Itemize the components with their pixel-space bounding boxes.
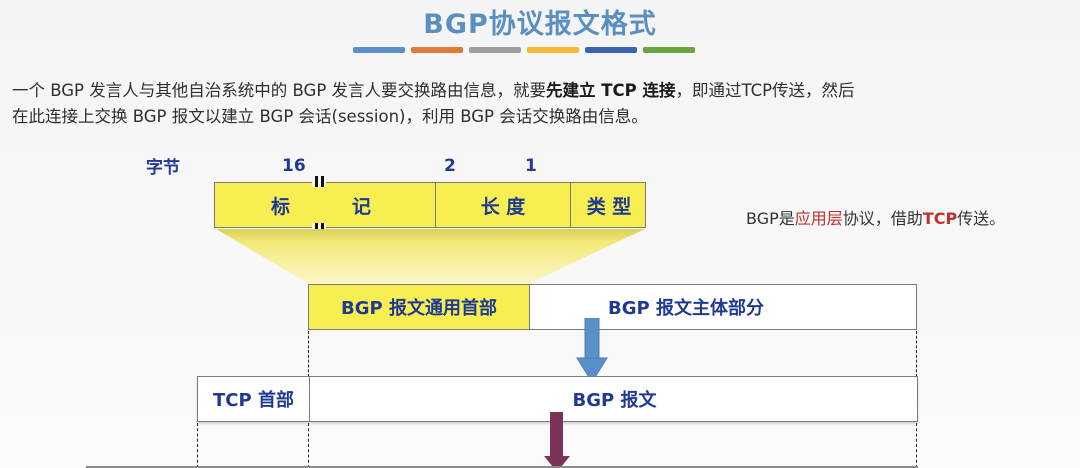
intro-emphasis: 先建立 TCP 连接 [546, 81, 676, 100]
color-bar-darkblue [585, 47, 637, 53]
break-mark-top [312, 176, 326, 187]
bgp-message-box: BGP 报文通用首部 BGP 报文主体部分 [308, 284, 917, 330]
field-length: 长 度 [435, 183, 570, 227]
intro-line-2: 在此连接上交换 BGP 报文以建立 BGP 会话(session)，利用 BGP… [12, 107, 648, 126]
guide-line [916, 423, 917, 468]
guide-line [916, 331, 917, 377]
note-text: 协议，借助 [842, 209, 923, 228]
color-bar-yellow [527, 47, 579, 53]
page-title: BGP协议报文格式 [423, 9, 657, 40]
size-type: 1 [525, 156, 537, 176]
intro-text: 一个 BGP 发言人与其他自治系统中的 BGP 发言人要交换路由信息，就要 [12, 81, 547, 100]
size-length: 2 [444, 156, 456, 176]
note-highlight-application-layer: 应用层 [794, 209, 843, 228]
guide-line [308, 423, 309, 468]
bgp-message-body: BGP 报文主体部分 [529, 285, 918, 329]
arrow-down-maroon-icon [544, 412, 570, 468]
color-bar-orange [411, 47, 463, 53]
note-highlight-tcp: TCP [922, 209, 958, 228]
intro-text: ，即通过TCP传送，然后 [675, 81, 855, 100]
field-type: 类 型 [570, 183, 647, 227]
protocol-note: BGP是应用层协议，借助TCP传送。 [746, 205, 1005, 229]
tcp-header: TCP 首部 [213, 390, 294, 411]
note-text: 传送。 [957, 209, 1006, 228]
bgp-common-header: BGP 报文通用首部 [309, 285, 529, 329]
size-marker: 16 [282, 156, 306, 176]
note-text: BGP是 [746, 209, 795, 228]
guide-line [308, 331, 309, 377]
color-bar-gray [469, 47, 521, 53]
break-mark-bottom [312, 223, 326, 234]
field-marker: 标 记 [270, 195, 379, 218]
bgp-header-fields: 标 记 长 度 类 型 [214, 182, 646, 228]
ip-datagram-box-edge [86, 466, 918, 468]
tcp-payload: BGP 报文 [309, 377, 919, 421]
intro-line-1: 一个 BGP 发言人与其他自治系统中的 BGP 发言人要交换路由信息，就要先建立… [12, 77, 855, 101]
color-bar-green [643, 47, 695, 53]
guide-line [197, 423, 198, 468]
arrow-down-blue-icon [576, 318, 608, 383]
bytes-label: 字节 [146, 158, 180, 178]
tcp-segment-box: TCP 首部 BGP 报文 [197, 376, 918, 422]
color-bar-blue [353, 47, 405, 53]
